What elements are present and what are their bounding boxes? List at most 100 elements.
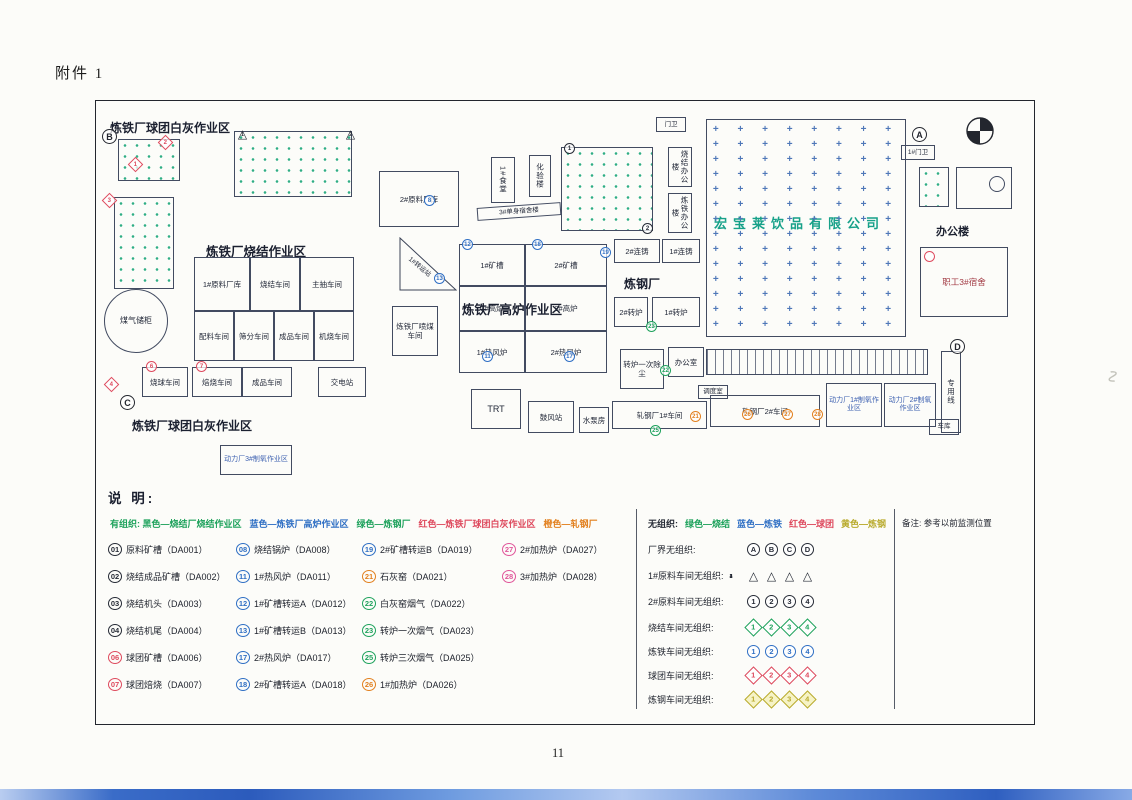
zone-label: 炼铁厂球团白灰作业区 [132,419,253,433]
building-label: 职工3#宿舍 [942,276,986,287]
marker-number: 4 [109,381,114,388]
building-label: 水泵房 [582,415,606,425]
row-label: 烧结车间无组织: [648,623,714,633]
marker-number: 18 [534,241,541,248]
marker-number: 2 [769,670,774,680]
row-label: 1#原料车间无组织: [648,571,724,581]
building: 动力厂2#制氧作业区 [884,383,936,427]
point-marker: 23 [646,321,657,332]
marker-number: 1 [729,574,733,580]
point-number-badge: 28 [502,570,516,583]
triangle-marker: △1 [236,127,249,140]
building-label: 轧钢厂2#车间 [742,406,788,416]
building-label: 成品车间 [279,331,309,341]
building: 2#连铸 [614,239,660,263]
triangle-glyph: △ [766,568,777,583]
marker-number: 3 [787,647,792,656]
point-marker: 4 [798,690,817,709]
site-plan: 说 明: 有组织: 黑色—烧结厂烧结作业区蓝色—炼铁厂高炉作业区绿色—炼钢厂红色… [95,100,1035,725]
point-name: 烧结机尾（DA004） [126,626,208,636]
point-marker: 3 [783,595,796,608]
unorganized-row: 1#原料车间无组织:△1△2△3△4 [648,569,814,582]
triangle-marker: △2 [344,127,357,140]
building: 1#矿槽 [459,244,525,286]
point-number-badge: 01 [108,543,122,556]
marker-number: 7 [199,363,204,370]
building: 调度室 [698,385,728,399]
building-label: 动力厂1#制氧作业区 [829,396,879,412]
marker-number: 13 [436,275,443,282]
marker-number: 2 [769,597,774,606]
building [706,349,928,375]
building: 化验楼 [529,155,551,197]
marker-number: 6 [149,363,154,370]
building-label: 煤气储柜 [120,316,152,326]
zone-label: 炼铁厂高炉作业区 [462,303,563,317]
row-label: 球团车间无组织: [648,671,714,681]
building: 职工3#宿舍 [920,247,1008,317]
marker-number: 2 [769,647,774,656]
unorganized-segment: 绿色—烧结 [685,519,731,529]
building-label: 化验楼 [535,163,545,189]
building-label: 交电站 [330,377,354,387]
legend-title: 说 明: [108,491,156,506]
marker-number: B [768,545,775,554]
unorganized-segment: 无组织: [648,519,678,529]
point-number-badge: 21 [362,570,376,583]
building-label: 主抽车间 [312,279,342,289]
triangle-marker: △4 [730,569,814,582]
point-number-badge: 08 [236,543,250,556]
building: 2#原料厂库 [379,171,459,227]
point-marker [924,251,935,262]
marker-number: 4 [805,670,810,680]
point-number-badge: 11 [236,570,250,583]
triangle-glyph: △ [784,568,795,583]
row-label: 炼铁车间无组织: [648,647,714,657]
building-label: 1#门卫 [907,148,929,156]
building: 2#转炉 [614,297,648,327]
building [114,197,174,289]
marker-number: 1 [567,145,572,152]
point-marker: 4 [798,666,817,685]
point-name: 烧结锅炉（DA008） [254,545,336,555]
point-marker: 13 [434,273,445,284]
page-number: 11 [552,746,565,760]
building: 成品车间 [274,311,314,361]
point-number-badge: 23 [362,624,376,637]
building [919,167,949,207]
point-number-badge: 27 [502,543,516,556]
boundary-station: A [912,127,927,142]
triangle-glyph: △ [345,126,356,141]
marker-number: 21 [692,413,699,420]
marker-number: 8 [427,197,432,204]
legend-divider [636,509,637,709]
unorganized-sources-line: 无组织:绿色—烧结蓝色—炼铁红色—球团黄色—炼钢 [648,517,886,530]
building: 1#连铸 [662,239,700,263]
building-label: 配料车间 [199,331,229,341]
point-marker: 4 [798,618,817,637]
point-marker: 27 [782,409,793,420]
point-marker: 4 [801,595,814,608]
building: 交电站 [318,367,366,397]
building-label: 门卫 [664,120,678,128]
marker-number: 25 [652,427,659,434]
marker-number: 1 [751,670,756,680]
point-number-badge: 04 [108,624,122,637]
building-label: 办公室 [674,357,698,367]
point-marker: 22 [660,365,671,376]
marker-number: 1 [751,694,756,704]
row-label: 厂界无组织: [648,545,696,555]
point-name: 石灰窑（DA021） [380,572,453,582]
attachment-label: 附件 1 [55,66,105,82]
compass-glyph [966,117,994,145]
building-label: 成品车间 [252,377,282,387]
point-marker: 26 [742,409,753,420]
point-marker: 1 [744,666,763,685]
point-marker: 4 [103,376,120,393]
